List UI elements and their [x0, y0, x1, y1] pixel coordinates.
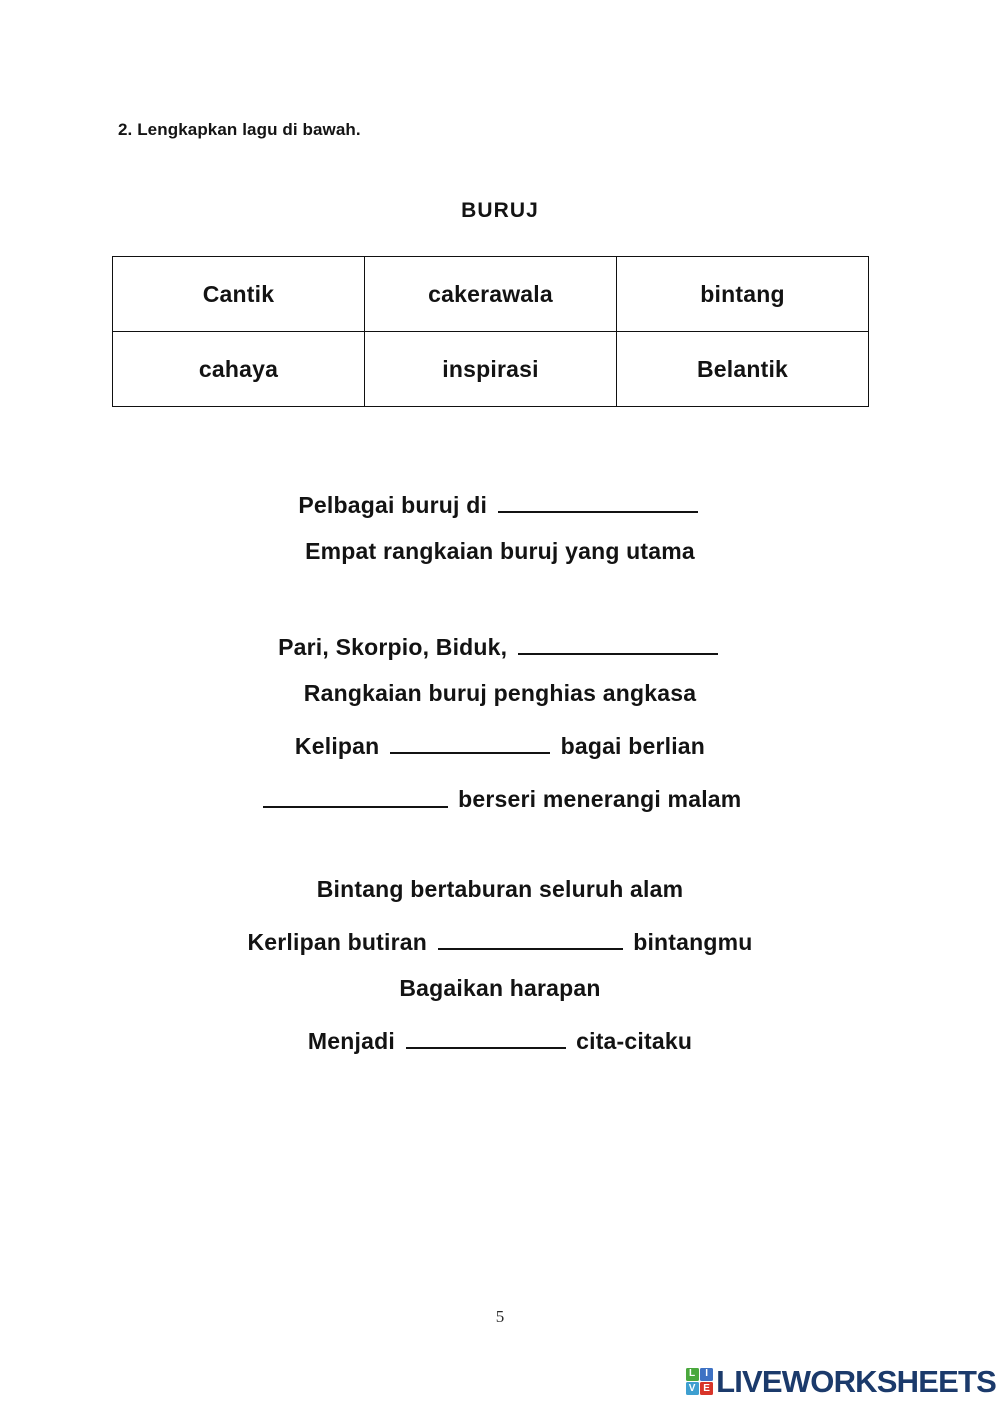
lyric-text-before: Kelipan [294, 733, 386, 760]
lyric-text-after: bagai berlian [553, 733, 706, 760]
lyric-line: Rangkaian buruj penghias angkasa [0, 682, 1000, 705]
lyric-line: berseri menerangi malam [0, 781, 1000, 811]
word-bank-body: Cantik cakerawala bintang cahaya inspira… [112, 256, 869, 407]
song-title: BURUJ [461, 199, 539, 222]
answer-blank[interactable] [517, 629, 718, 656]
lyric-line: Bagaikan harapan [0, 974, 1000, 1001]
answer-blank[interactable] [437, 924, 623, 950]
logo-tile-l: L [685, 1367, 699, 1381]
instruction-text: 2. Lengkapkan lagu di bawah. [118, 120, 361, 139]
lyric-text-before: Empat rangkaian buruj yang utama [305, 538, 695, 565]
lyric-text-after: cita-citaku [569, 1027, 693, 1054]
logo-tile-e: E [700, 1382, 714, 1396]
word-bank-cell[interactable]: Cantik [112, 256, 365, 332]
word-bank-cell[interactable]: inspirasi [364, 331, 617, 407]
lyric-line: Pelbagai buruj di [0, 487, 1000, 517]
answer-blank[interactable] [497, 487, 698, 514]
word-bank-cell[interactable]: cahaya [112, 331, 365, 407]
logo-tile-v: V [685, 1382, 699, 1396]
logo-tiles-icon: L I V E [685, 1367, 714, 1396]
lyric-text-before: Pelbagai buruj di [298, 492, 494, 519]
lyric-line: Empat rangkaian buruj yang utama [0, 540, 1000, 563]
lyric-text-before: Kerlipan butiran [247, 928, 434, 955]
lyric-text-before: Menjadi [307, 1027, 402, 1054]
lyric-line: Menjadi cita-citaku [0, 1023, 1000, 1053]
lyric-text-before: Rangkaian buruj penghias angkasa [303, 680, 697, 707]
lyric-text-after: berseri menerangi malam [451, 786, 742, 813]
word-bank-cell[interactable]: bintang [616, 256, 869, 332]
lyric-text-after: bintangmu [626, 928, 753, 955]
lyric-text-before: Pari, Skorpio, Biduk, [278, 634, 514, 661]
word-bank-table: Cantik cakerawala bintang cahaya inspira… [112, 256, 869, 407]
lyric-text-before: Bagaikan harapan [399, 974, 601, 1001]
lyric-line: Kelipan bagai berlian [0, 728, 1000, 758]
answer-blank[interactable] [262, 781, 448, 808]
word-bank-cell[interactable]: cakerawala [364, 256, 617, 332]
word-bank-cell[interactable]: Belantik [616, 331, 869, 407]
lyrics-section: Pelbagai buruj di Empat rangkaian buruj … [0, 487, 1000, 1053]
lyric-line: Kerlipan butiran bintangmu [0, 924, 1000, 954]
liveworksheets-logo[interactable]: L I V E LIVEWORKSHEETS [685, 1364, 997, 1399]
lyric-line: Pari, Skorpio, Biduk, [0, 629, 1000, 659]
page-number: 5 [495, 1307, 505, 1326]
lyric-line: Bintang bertaburan seluruh alam [0, 875, 1000, 902]
table-row: Cantik cakerawala bintang [112, 256, 869, 332]
logo-wordmark: LIVEWORKSHEETS [716, 1364, 997, 1399]
answer-blank[interactable] [389, 728, 550, 755]
logo-tile-i: I [700, 1367, 714, 1381]
lyric-text-before: Bintang bertaburan seluruh alam [316, 875, 684, 902]
table-row: cahaya inspirasi Belantik [112, 331, 869, 407]
answer-blank[interactable] [405, 1023, 566, 1049]
